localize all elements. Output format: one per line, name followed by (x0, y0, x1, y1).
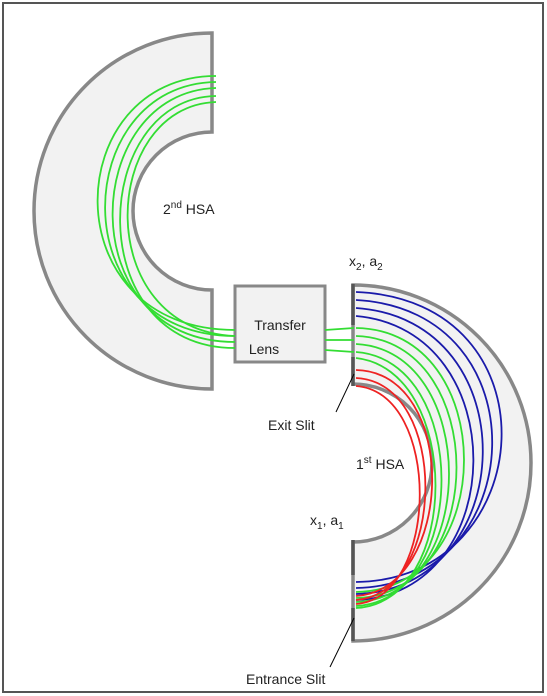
transfer-lens-box (233, 284, 327, 364)
exit-slit-label: Exit Slit (268, 417, 315, 433)
transfer-lens-label-line2: Lens (249, 341, 279, 357)
transfer-ray-3 (324, 349, 355, 353)
hsa2-ray-4 (119, 95, 236, 349)
red-ray-2 (355, 377, 427, 601)
hsa2-label: 2nd HSA (163, 200, 215, 217)
blue-ray-3 (355, 307, 484, 595)
red-ray-3 (355, 385, 421, 605)
x2-a2-label: x2, a2 (349, 253, 383, 273)
x1-a1-label: x1, a1 (310, 512, 344, 532)
hsa2-analyzer (32, 31, 214, 391)
hsa1-green-ray-5 (355, 357, 437, 609)
entrance-slit-pointer (329, 617, 355, 668)
exit-slit-pointer (335, 373, 355, 413)
hsa1-label: 1st HSA (356, 455, 405, 472)
transfer-green-rays (324, 327, 355, 353)
blue-ray-4 (355, 315, 475, 601)
hsa2-ray-5 (126, 101, 236, 337)
transfer-ray-1 (324, 327, 355, 331)
hsa2-ray-3 (111, 87, 236, 343)
hsa2-green-rays (96, 75, 236, 349)
hsa1-green-rays (355, 327, 465, 609)
red-ray-1 (355, 369, 433, 597)
transfer-lens-label-line1: Transfer (254, 317, 306, 333)
hsa2-ray-2 (104, 81, 236, 337)
hsa2-ray-1 (96, 75, 236, 331)
entrance-slit-label: Entrance Slit (246, 671, 325, 687)
hsa1-green-ray-1 (355, 327, 465, 593)
hsa1-green-ray-2 (355, 335, 458, 599)
hsa1-red-rays (355, 369, 433, 605)
